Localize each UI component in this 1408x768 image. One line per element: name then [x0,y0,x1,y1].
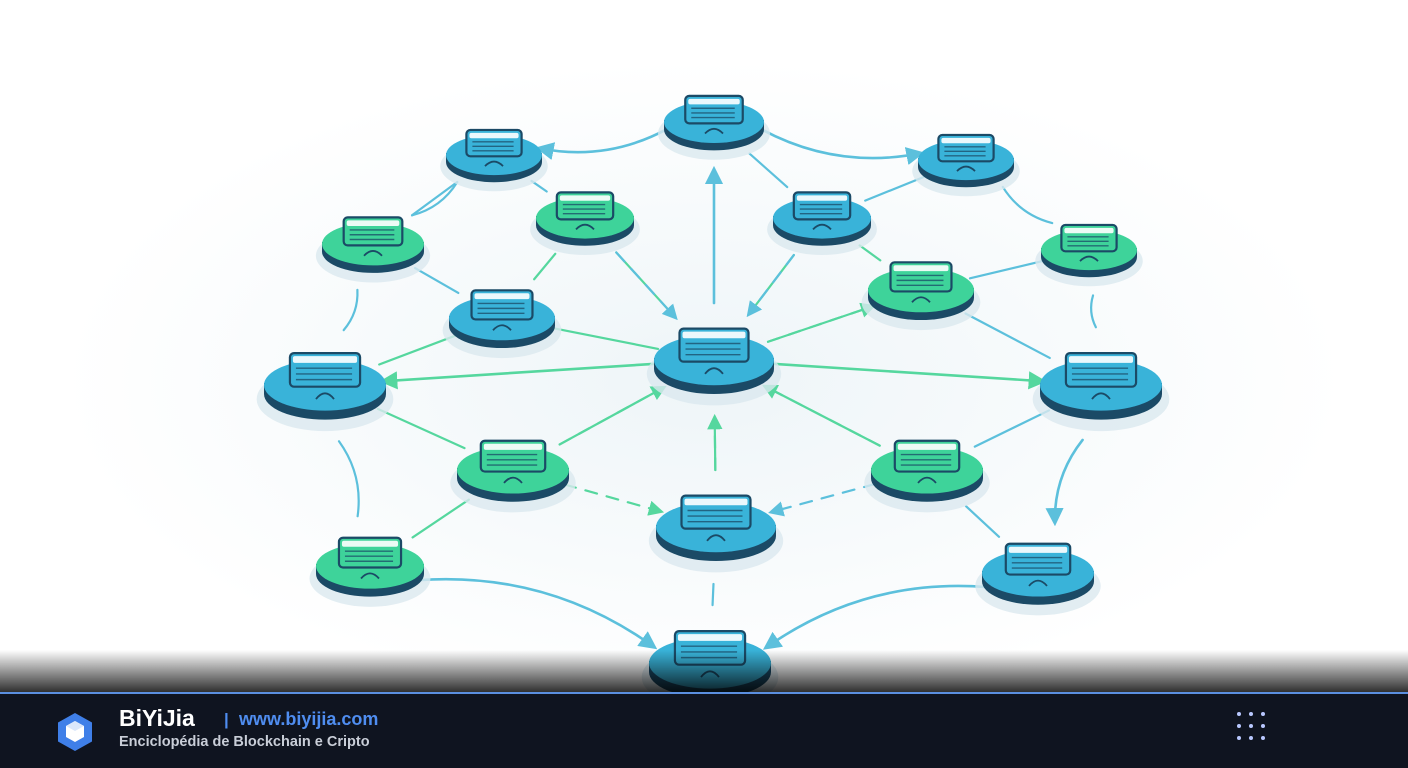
network-node-top[interactable] [658,94,770,160]
connection-edge [759,127,925,165]
connection-edge [410,180,459,217]
connection-edge [769,362,1047,390]
connection-edge [973,409,1051,448]
connection-edge [1090,294,1097,329]
connection-edge [615,251,678,321]
connection-edge [378,334,457,366]
connection-edge [379,362,659,390]
network-node-mid-right[interactable] [861,261,981,331]
connection-edge [762,584,988,650]
network-node-inner-top-right[interactable] [767,191,877,256]
network-node-left[interactable] [256,352,394,432]
connection-edge [418,577,658,650]
connection-edge [411,498,470,539]
network-node-inner-top-left[interactable] [530,191,640,256]
grid-dots-icon[interactable] [1236,711,1266,741]
connection-edge [563,483,665,516]
network-node-top-left[interactable] [440,128,548,192]
connection-edge [964,505,1001,538]
tagline: Enciclopédia de Blockchain e Cripto [119,734,370,750]
network-node-bottom-center[interactable] [648,494,784,573]
connection-edge [858,244,882,262]
network-node-center[interactable] [646,327,782,406]
separator: | [224,710,229,729]
network-node-bottom-left[interactable] [309,536,431,607]
connection-edge [766,302,877,343]
connection-edge [707,413,723,472]
website-link[interactable]: www.biyijia.com [239,709,379,729]
brand-name[interactable]: BiYiJia [119,705,195,731]
network-node-upper-right[interactable] [1035,223,1143,287]
connection-edge [746,253,795,318]
connection-edge [968,259,1046,280]
connection-edge [533,252,557,281]
connection-edge [1045,438,1084,527]
network-node-bottom-right[interactable] [975,542,1101,616]
connection-edge [535,127,669,161]
connection-edge [337,440,360,518]
connection-edge [711,582,715,607]
network-node-upper-left[interactable] [315,216,431,283]
connection-edge [558,385,667,446]
hexagon-cube-icon[interactable] [56,712,94,752]
connection-edge [964,312,1051,360]
connection-edge [1001,185,1054,225]
connection-edge [413,267,460,295]
connection-edge [761,384,881,447]
connection-edge [342,288,359,332]
connection-edge [376,407,466,450]
network-diagram [64,60,1344,692]
network-node-right[interactable] [1032,352,1170,432]
connection-edge [748,152,789,189]
connection-edge [410,180,459,217]
network-node-mid-left[interactable] [442,289,562,359]
connection-edge [768,482,877,517]
connection-edge [864,175,925,202]
footer-bar: BiYiJia | www.biyijia.com Enciclopédia d… [0,692,1408,768]
network-node-top-right[interactable] [912,133,1020,197]
network-node-lower-left[interactable] [450,439,576,513]
network-node-lower-right[interactable] [864,439,990,513]
connection-edge [550,326,660,351]
